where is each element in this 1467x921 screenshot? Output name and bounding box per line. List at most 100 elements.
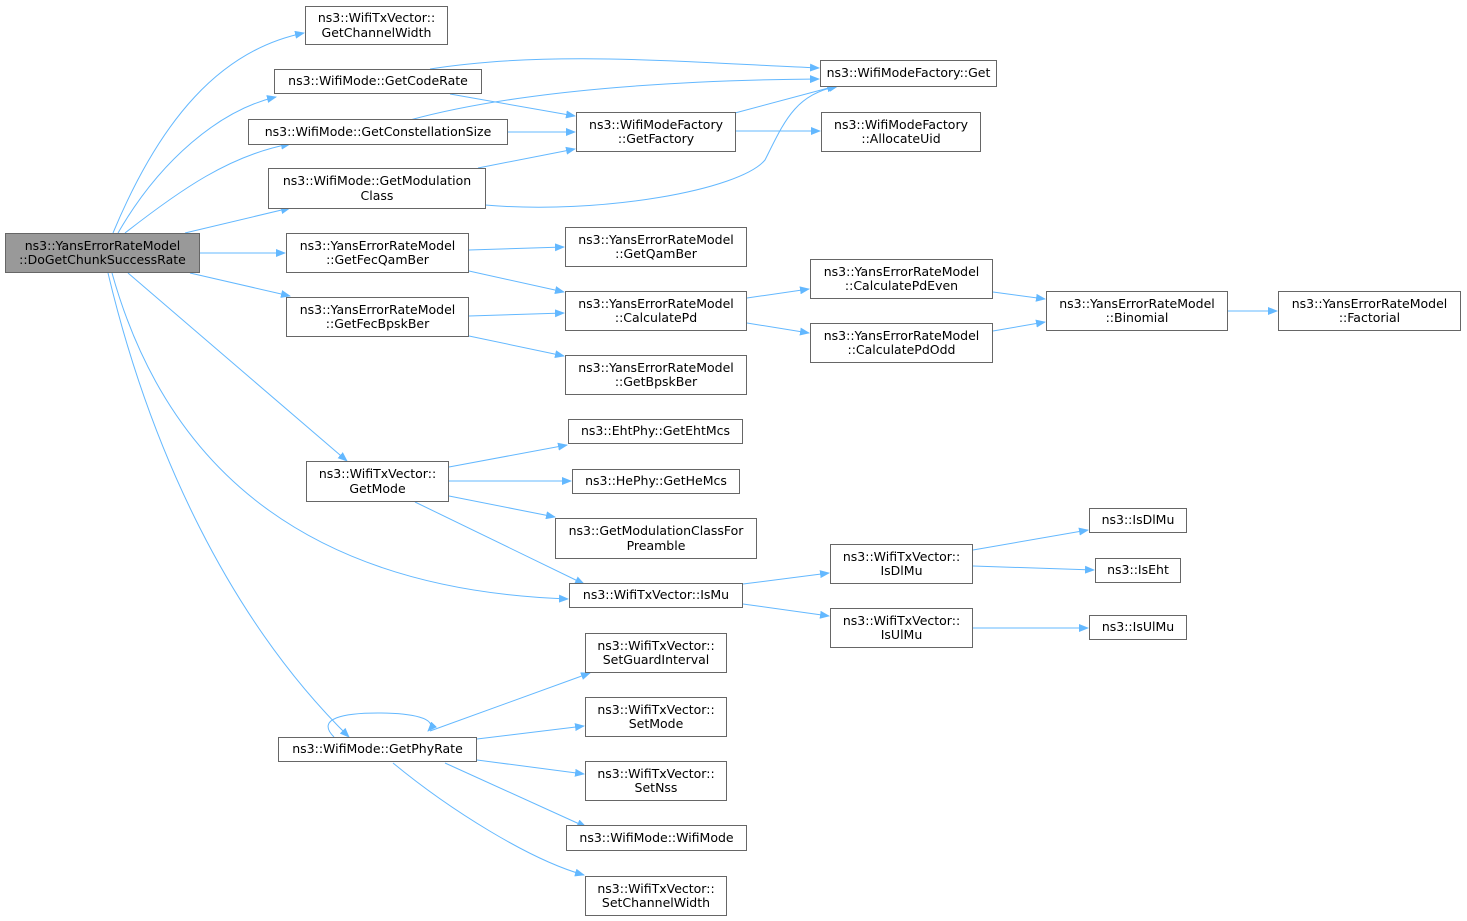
node-yans-calculatepdeven[interactable]: ns3::YansErrorRateModel ::CalculatePdEve… — [810, 259, 993, 299]
node-ehtphy-getehtmcs[interactable]: ns3::EhtPhy::GetEhtMcs — [568, 419, 743, 444]
node-label-line1: ns3::YansErrorRateModel — [24, 237, 181, 253]
node-label-line2: ::CalculatePdOdd — [847, 342, 956, 357]
node-isulmu[interactable]: ns3::IsUlMu — [1089, 615, 1187, 640]
edge-getmode-ismu — [414, 501, 585, 585]
edge-calculatepdodd-binomial — [992, 319, 1046, 332]
node-label-line2: ::DoGetChunkSuccessRate — [19, 252, 186, 267]
edge-getcoderate-get — [429, 58, 820, 72]
node-wifimodefactory-allocateuid[interactable]: ns3::WifiModeFactory ::AllocateUid — [821, 112, 981, 152]
node-wifimodefactory-getfactory[interactable]: ns3::WifiModeFactory ::GetFactory — [576, 112, 736, 152]
node-label-line2: IsDlMu — [880, 563, 923, 578]
node-label-line1: ns3::WifiTxVector:: — [842, 548, 961, 564]
node-label: ns3::HePhy::GetHeMcs — [585, 473, 727, 489]
node-yans-binomial[interactable]: ns3::YansErrorRateModel ::Binomial — [1046, 291, 1228, 331]
node-txvector-getmode[interactable]: ns3::WifiTxVector:: GetMode — [306, 461, 449, 502]
edge-getfecbpskber-calculatepd — [468, 309, 565, 318]
node-label-line2: Preamble — [626, 537, 686, 553]
edge-calculatepdeven-binomial — [992, 291, 1046, 302]
edge-getfecbpskber-getbpskber — [468, 335, 565, 359]
node-txvector-setchannelwidth[interactable]: ns3::WifiTxVector:: SetChannelWidth — [585, 876, 727, 916]
edge-getfecqamber-getqamber — [468, 243, 565, 252]
node-txvector-setnss[interactable]: ns3::WifiTxVector:: SetNss — [585, 761, 727, 801]
node-label: ns3::WifiMode::GetPhyRate — [292, 741, 463, 757]
node-label: ns3::WifiTxVector::IsMu — [582, 587, 730, 603]
node-label-line1: ns3::YansErrorRateModel — [1291, 295, 1448, 311]
node-iseht[interactable]: ns3::IsEht — [1095, 558, 1181, 583]
node-label-line2: ::GetFactory — [617, 131, 695, 146]
node-wifimodefactory-get[interactable]: ns3::WifiModeFactory::Get — [820, 60, 997, 87]
edge-root-getmodulationclass — [184, 206, 291, 234]
edge-txisdlmu-isdlmu — [972, 527, 1089, 551]
edge-getcoderate-getfactory — [449, 93, 576, 119]
node-label-line2: SetChannelWidth — [601, 895, 711, 910]
node-label-line2: ::Binomial — [1105, 310, 1169, 325]
edge-root-getphyrate — [107, 272, 350, 738]
edge-root-ismu — [111, 272, 569, 603]
node-yans-factorial[interactable]: ns3::YansErrorRateModel ::Factorial — [1278, 291, 1461, 331]
node-label-line2: GetMode — [349, 480, 406, 496]
node-txvector-setmode[interactable]: ns3::WifiTxVector:: SetMode — [585, 697, 727, 737]
node-label-line1: ns3::WifiTxVector:: — [842, 612, 961, 628]
node-label-line2: Class — [360, 187, 394, 203]
node-label: ns3::WifiMode::WifiMode — [579, 829, 734, 845]
node-yans-calculatepd[interactable]: ns3::YansErrorRateModel ::CalculatePd — [565, 291, 747, 331]
node-wifimode-getphyrate[interactable]: ns3::WifiMode::GetPhyRate — [278, 737, 477, 762]
node-label-line1: ns3::WifiModeFactory — [834, 116, 968, 132]
node-label-line2: ::GetBpskBer — [614, 374, 698, 389]
node-txvector-setguardinterval[interactable]: ns3::WifiTxVector:: SetGuardInterval — [585, 633, 727, 673]
node-label-line2: SetMode — [628, 716, 684, 731]
edge-getconstellationsize-get — [409, 75, 820, 121]
node-wifimode-getconstellationsize[interactable]: ns3::WifiMode::GetConstellationSize — [248, 119, 508, 145]
node-root-dogetchunksuccessrate: ns3::YansErrorRateModel ::DoGetChunkSucc… — [5, 233, 200, 273]
edge-getmode-getmodulationclassforpreamble — [448, 495, 556, 520]
edge-getfecqamber-calculatepd — [468, 270, 565, 294]
node-getmodulationclassforpreamble[interactable]: ns3::GetModulationClassFor Preamble — [555, 518, 757, 559]
edge-ismu-txisulmu — [742, 603, 830, 619]
node-isdlmu[interactable]: ns3::IsDlMu — [1089, 508, 1187, 533]
node-txvector-ismu[interactable]: ns3::WifiTxVector::IsMu — [569, 583, 743, 608]
node-wifimode-getcoderate[interactable]: ns3::WifiMode::GetCodeRate — [274, 69, 482, 94]
node-label-line2: ::GetQamBer — [615, 246, 697, 261]
node-label: ns3::IsDlMu — [1101, 512, 1175, 528]
edge-ismu-txisdlmu — [742, 570, 830, 585]
node-label: ns3::WifiMode::GetCodeRate — [288, 73, 468, 89]
node-yans-getfecqamber[interactable]: ns3::YansErrorRateModel ::GetFecQamBer — [286, 233, 469, 273]
edge-getphyrate-self — [327, 712, 438, 738]
node-hephy-gethemcs[interactable]: ns3::HePhy::GetHeMcs — [572, 469, 740, 494]
node-label-line1: ns3::GetModulationClassFor — [568, 523, 744, 538]
node-txvector-isdlmu[interactable]: ns3::WifiTxVector:: IsDlMu — [830, 544, 973, 584]
node-label: ns3::WifiMode::GetConstellationSize — [264, 123, 492, 139]
node-yans-getbpskber[interactable]: ns3::YansErrorRateModel ::GetBpskBer — [565, 355, 747, 395]
node-wifimode-getmodulationclass[interactable]: ns3::WifiMode::GetModulation Class — [268, 168, 486, 209]
edge-txisdlmu-iseht — [972, 565, 1095, 574]
node-txvector-getchannelwidth[interactable]: ns3::WifiTxVector:: GetChannelWidth — [305, 6, 448, 45]
node-label-line1: ns3::YansErrorRateModel — [578, 359, 734, 375]
node-txvector-isulmu[interactable]: ns3::WifiTxVector:: IsUlMu — [830, 608, 973, 648]
node-wifimode-wifimode[interactable]: ns3::WifiMode::WifiMode — [566, 825, 747, 851]
node-label: ns3::IsEht — [1107, 562, 1169, 578]
edge-getfactory-get — [734, 84, 837, 114]
edge-root-getmode — [127, 272, 348, 462]
node-label-line2: SetNss — [634, 780, 678, 795]
node-label-line1: ns3::WifiTxVector:: — [597, 637, 715, 653]
node-label-line2: ::CalculatePd — [614, 310, 698, 325]
node-label-line2: IsUlMu — [880, 627, 923, 642]
node-label-line2: GetChannelWidth — [321, 24, 432, 40]
edge-getphyrate-setguardinterval — [429, 672, 591, 732]
node-label: ns3::WifiModeFactory::Get — [826, 65, 991, 81]
node-yans-getqamber[interactable]: ns3::YansErrorRateModel ::GetQamBer — [565, 227, 747, 267]
edge-getmode-getehtmcs — [448, 442, 568, 468]
edge-root-getcoderate — [117, 95, 277, 234]
node-yans-calculatepdodd[interactable]: ns3::YansErrorRateModel ::CalculatePdOdd — [810, 323, 993, 363]
node-label-line1: ns3::WifiMode::GetModulation — [282, 173, 472, 188]
edge-getphyrate-setchannelwidth — [392, 762, 585, 877]
node-yans-getfecbpskber[interactable]: ns3::YansErrorRateModel ::GetFecBpskBer — [286, 297, 469, 337]
node-label-line2: ::GetFecBpskBer — [325, 316, 430, 331]
node-label-line1: ns3::WifiTxVector:: — [597, 880, 715, 896]
node-label-line2: SetGuardInterval — [602, 652, 710, 667]
node-label: ns3::EhtPhy::GetEhtMcs — [580, 423, 731, 439]
node-label-line2: ::GetFecQamBer — [326, 252, 429, 267]
node-label-line2: ::Factorial — [1338, 310, 1401, 325]
edge-getmodulationclass-getfactory — [477, 146, 576, 169]
